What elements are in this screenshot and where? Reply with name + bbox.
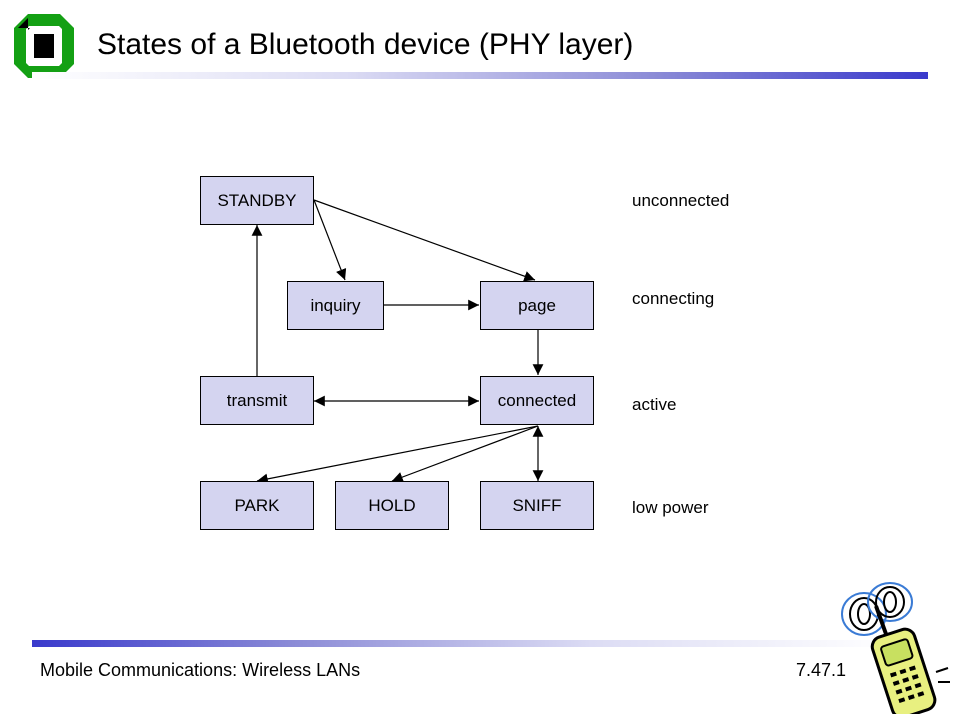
node-connected: connected — [480, 376, 594, 425]
slide-title: States of a Bluetooth device (PHY layer) — [97, 28, 634, 61]
node-sniff-label: SNIFF — [512, 495, 562, 515]
node-page: page — [480, 281, 594, 330]
node-hold-label: HOLD — [368, 495, 416, 515]
node-transmit-label: transmit — [226, 390, 288, 410]
title-rule — [32, 72, 928, 79]
node-standby: STANDBY — [200, 176, 314, 225]
node-page-label: page — [518, 295, 556, 315]
university-logo-icon — [14, 14, 74, 78]
mobile-phone-clipart-icon — [841, 582, 950, 714]
node-sniff: SNIFF — [480, 481, 594, 530]
node-park: PARK — [200, 481, 314, 530]
node-inquiry-label: inquiry — [310, 295, 361, 315]
level-unconnected: unconnected — [632, 191, 730, 210]
arrow-connected-hold — [391, 425, 539, 483]
node-hold: HOLD — [335, 481, 449, 530]
level-low-power: low power — [632, 498, 709, 517]
arrow-standby-inquiry — [313, 199, 347, 281]
node-connected-label: connected — [497, 390, 577, 410]
footer-course-title: Mobile Communications: Wireless LANs — [40, 660, 361, 680]
footer-rule — [32, 640, 892, 647]
arrow-connected-park — [256, 425, 539, 485]
arrow-standby-page — [313, 199, 536, 282]
footer-slide-number: 7.47.1 — [796, 660, 847, 680]
node-standby-label: STANDBY — [217, 190, 297, 210]
level-active: active — [632, 395, 677, 414]
node-inquiry: inquiry — [287, 281, 384, 330]
node-transmit: transmit — [200, 376, 314, 425]
node-park-label: PARK — [234, 495, 280, 515]
level-connecting: connecting — [632, 289, 715, 308]
